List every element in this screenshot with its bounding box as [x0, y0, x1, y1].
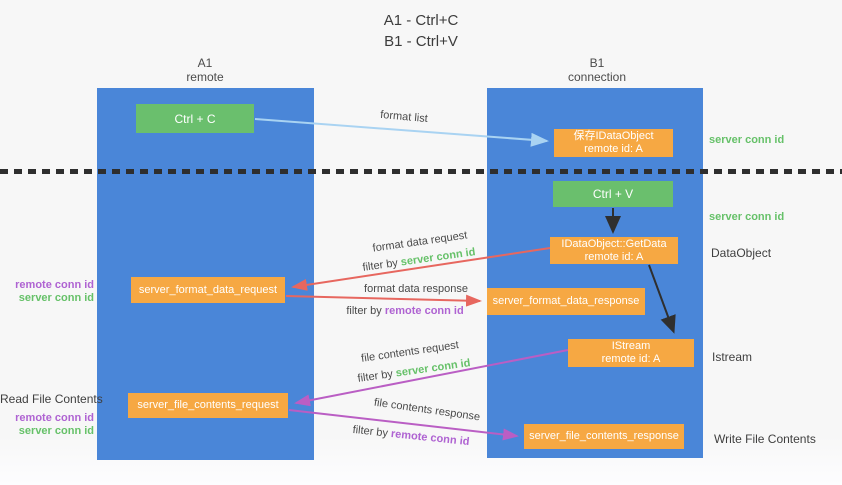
machine-boundary-dotted-line [0, 169, 842, 174]
filter-by-text: filter by [352, 423, 389, 440]
node-istream-line1: IStream [611, 340, 651, 352]
annotation-remote-conn-id-left-1: remote conn id [15, 279, 94, 291]
filter-by-text: filter by [356, 368, 394, 385]
node-save-idataobject-line2: remote id: A [584, 143, 643, 155]
format-data-response-arrow [285, 294, 482, 307]
diagram-title: A1 - Ctrl+C B1 - Ctrl+V [0, 10, 842, 52]
filter-by-text: filter by [346, 305, 382, 317]
lifeline-a1-name: A1 [197, 56, 213, 70]
server-conn-id-text: server conn id [395, 357, 472, 380]
node-server-format-data-response: server_format_data_response [487, 288, 645, 315]
node-server-file-contents-request-label: server_file_contents_request [137, 399, 279, 411]
node-server-format-data-request-label: server_format_data_request [138, 283, 278, 296]
node-istream-line2: remote id: A [601, 353, 661, 365]
node-idataobject-getdata-line2: remote id: A [584, 250, 644, 263]
annotation-write-file-contents: Write File Contents [714, 432, 816, 446]
node-save-idataobject: 保存IDataObject remote id: A [554, 129, 673, 157]
lifeline-b1-name: B1 [589, 56, 605, 70]
server-conn-id-text: server conn id [400, 246, 477, 269]
node-idataobject-getdata: IDataObject::GetData remote id: A [550, 237, 678, 264]
node-ctrl-c: Ctrl + C [136, 104, 254, 133]
node-server-file-contents-response: server_file_contents_response [524, 424, 684, 449]
node-server-file-contents-response-label: server_file_contents_response [529, 430, 679, 442]
annotation-istream: Istream [712, 350, 753, 364]
label-filter-by-remote-conn-id-1: filter by remote conn id [346, 305, 463, 317]
node-server-format-data-response-label: server_format_data_response [492, 295, 640, 307]
label-format-data-response: format data response [364, 283, 468, 295]
lifeline-a1-role: remote [186, 70, 224, 84]
annotation-server-conn-id-mid: server conn id [709, 211, 785, 223]
title-line-1: A1 - Ctrl+C [383, 12, 459, 29]
annotation-server-conn-id-left-2: server conn id [18, 425, 94, 437]
node-idataobject-getdata-line1: IDataObject::GetData [561, 237, 667, 250]
annotation-read-file-contents: Read File Contents [0, 392, 103, 406]
filter-by-text: filter by [361, 257, 399, 274]
annotation-dataobject: DataObject [711, 246, 772, 260]
node-server-file-contents-request: server_file_contents_request [128, 393, 288, 418]
node-istream: IStream remote id: A [568, 339, 694, 367]
remote-conn-id-text: remote conn id [384, 305, 464, 317]
lifeline-header-a1: A1 remote [145, 56, 265, 84]
label-file-contents-response: file contents response [373, 396, 481, 424]
node-ctrl-v: Ctrl + V [553, 181, 673, 207]
node-ctrl-c-label: Ctrl + C [174, 111, 216, 126]
node-ctrl-v-label: Ctrl + V [592, 187, 634, 201]
lifeline-b1-role: connection [567, 70, 627, 84]
label-filter-by-remote-conn-id-2: filter by remote conn id [352, 424, 470, 448]
remote-conn-id-text: remote conn id [390, 427, 470, 449]
annotation-server-conn-id-top: server conn id [709, 134, 785, 146]
lifeline-header-b1: B1 connection [537, 56, 657, 84]
label-format-list: format list [379, 108, 429, 126]
node-save-idataobject-line1: 保存IDataObject [573, 130, 654, 142]
node-server-format-data-request: server_format_data_request [131, 277, 285, 303]
title-line-2: B1 - Ctrl+V [384, 33, 458, 50]
annotation-remote-conn-id-left-2: remote conn id [15, 412, 94, 424]
annotation-server-conn-id-left-1: server conn id [18, 292, 94, 304]
